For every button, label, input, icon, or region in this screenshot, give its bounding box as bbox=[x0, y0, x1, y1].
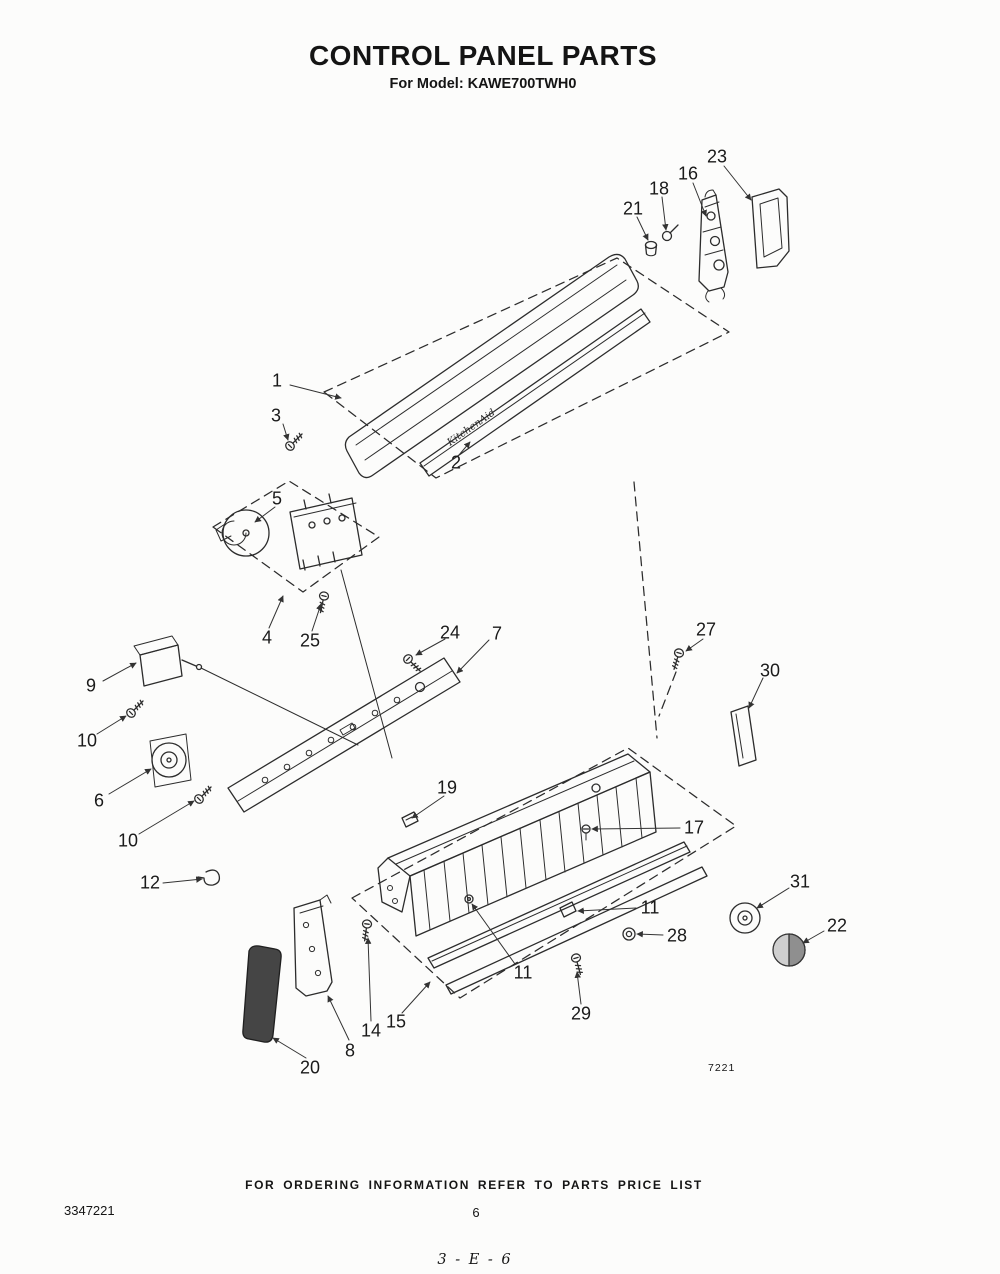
callout-18: 18 bbox=[648, 178, 670, 199]
callout-2: 2 bbox=[450, 452, 462, 473]
callout-29: 29 bbox=[570, 1003, 592, 1024]
callout-24: 24 bbox=[439, 622, 461, 643]
model-subtitle: For Model: KAWE700TWH0 bbox=[389, 76, 577, 92]
left-switch-group bbox=[124, 635, 359, 806]
callout-14: 14 bbox=[360, 1020, 382, 1041]
callout-30: 30 bbox=[759, 660, 781, 681]
callout-21: 21 bbox=[622, 198, 644, 219]
callout-12: 12 bbox=[139, 872, 161, 893]
callout-25: 25 bbox=[299, 630, 321, 651]
callout-1: 1 bbox=[271, 370, 283, 391]
control-panel-trim-group: KitchenAid bbox=[283, 253, 730, 739]
plate-code: 3 - E - 6 bbox=[437, 1252, 513, 1268]
rear-panel-assembly bbox=[351, 747, 737, 999]
callout-27: 27 bbox=[695, 619, 717, 640]
callout-7: 7 bbox=[491, 623, 503, 644]
callout-16: 16 bbox=[677, 163, 699, 184]
callout-11b: 11 bbox=[513, 962, 533, 983]
callout-17: 17 bbox=[683, 817, 705, 838]
callout-6: 6 bbox=[93, 790, 105, 811]
hinge-endcap-assembly bbox=[644, 188, 790, 303]
page-number: 6 bbox=[472, 1205, 480, 1220]
callout-28: 28 bbox=[666, 925, 688, 946]
callout-3: 3 bbox=[270, 405, 282, 426]
callout-5: 5 bbox=[271, 488, 283, 509]
callout-9: 9 bbox=[85, 675, 97, 696]
callout-4: 4 bbox=[261, 627, 273, 648]
callout-10b: 10 bbox=[117, 830, 139, 851]
left-endcap-assembly bbox=[197, 869, 373, 1043]
callout-31: 31 bbox=[789, 871, 811, 892]
doc-number: 3347221 bbox=[64, 1203, 115, 1218]
callout-20: 20 bbox=[299, 1057, 321, 1078]
callout-23: 23 bbox=[706, 146, 728, 167]
callout-19: 19 bbox=[436, 777, 458, 798]
mounting-bracket bbox=[227, 652, 461, 813]
ordering-note: FOR ORDERING INFORMATION REFER TO PARTS … bbox=[245, 1178, 703, 1192]
callout-8: 8 bbox=[344, 1040, 356, 1061]
diagram-code: 7221 bbox=[708, 1062, 736, 1074]
right-small-parts bbox=[658, 647, 806, 967]
brand-script: KitchenAid bbox=[445, 407, 498, 449]
callout-10a: 10 bbox=[76, 730, 98, 751]
callout-11a: 11 bbox=[640, 897, 660, 918]
callout-15: 15 bbox=[385, 1011, 407, 1032]
leader-lines bbox=[96, 165, 825, 1059]
timer-switch-assembly bbox=[212, 480, 393, 759]
page-title: CONTROL PANEL PARTS bbox=[308, 40, 658, 71]
callout-22: 22 bbox=[826, 915, 848, 936]
